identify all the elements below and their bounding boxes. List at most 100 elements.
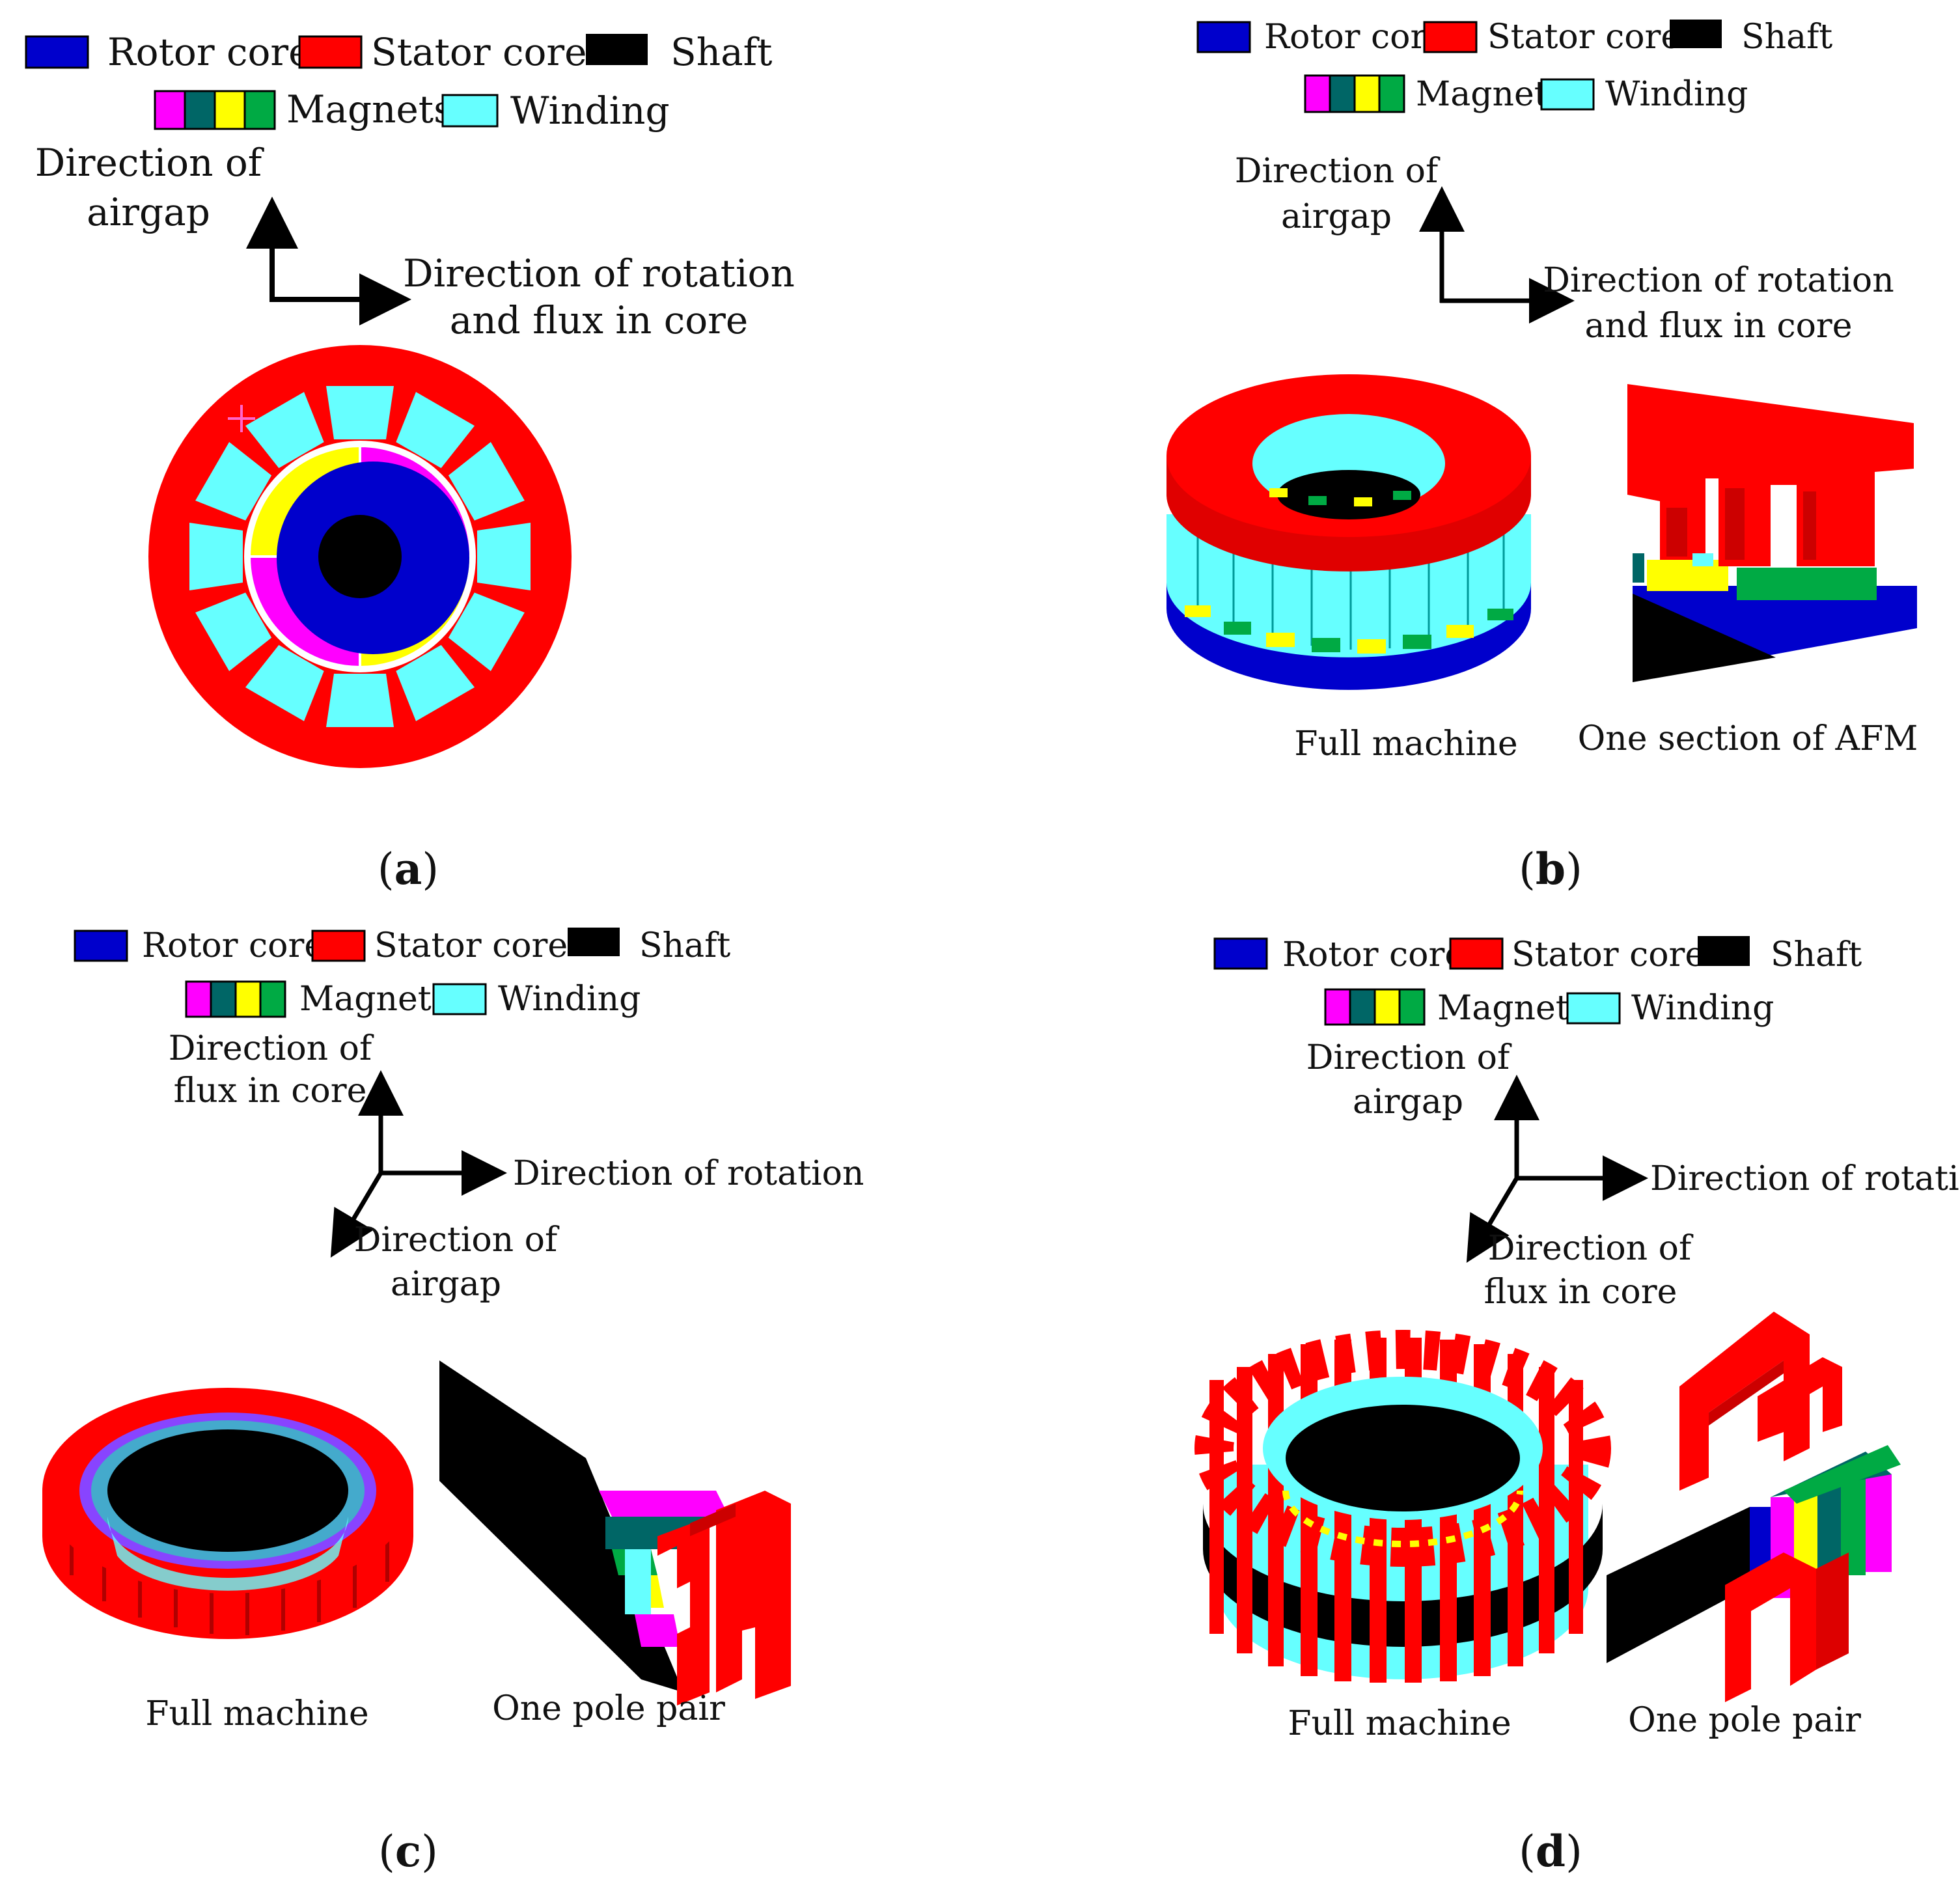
- legend-label-shaft: Shaft: [1771, 935, 1862, 974]
- legend-label-shaft: Shaft: [670, 30, 772, 74]
- legend-swatch-stator: [1449, 937, 1504, 970]
- label-one-section-b: One section of AFM: [1578, 719, 1918, 758]
- afm-one-section: [1627, 384, 1917, 682]
- axis-label-up-line2: airgap: [1281, 197, 1392, 236]
- tfm-full-machine-c: [42, 1388, 413, 1639]
- axis-label-right-line2: and flux in core: [1584, 307, 1852, 346]
- legend-label-winding: Winding: [1631, 989, 1774, 1028]
- section-magnets: [1633, 553, 1877, 600]
- axis-label-right: Direction of rotation: [1650, 1159, 1960, 1198]
- afm-full-machine: [1166, 374, 1531, 690]
- caption-d: (d): [1519, 1826, 1582, 1877]
- shaft-section: [1633, 594, 1776, 682]
- panel-d: Rotor core Stator core Shaft Magnets Win…: [1194, 935, 1960, 1877]
- legend-label-rotor: Rotor core: [1282, 935, 1465, 974]
- caption-b: (b): [1519, 844, 1582, 894]
- pole-pair-stator-cores: [657, 1491, 791, 1705]
- axis-b: Direction of airgap Direction of rotatio…: [1235, 152, 1894, 346]
- panel-c: Rotor core Stator core Shaft Magnets Win…: [42, 926, 864, 1877]
- legend-label-shaft: Shaft: [1741, 18, 1832, 57]
- legend-swatch-magnets: [1324, 988, 1426, 1026]
- legend-swatch-stator: [1423, 21, 1478, 53]
- legend-label-stator: Stator core: [371, 30, 587, 74]
- axis-label-right-line2: and flux in core: [450, 298, 748, 342]
- legend-c: Rotor core Stator core Shaft Magnets Win…: [74, 926, 730, 1019]
- shaft-wedge: [1607, 1507, 1759, 1663]
- legend-label-rotor: Rotor core: [142, 926, 324, 965]
- magnet-blocks: [1185, 605, 1513, 654]
- axis-label-diagonal-line2: airgap: [391, 1265, 501, 1304]
- stator-slots-winding: [189, 386, 531, 727]
- legend-label-winding: Winding: [1605, 75, 1748, 114]
- axis-d: Direction of airgap Direction of rotatio…: [1306, 1038, 1960, 1312]
- section-stator: [1627, 384, 1914, 566]
- axis-label-up-line1: Direction of: [1306, 1038, 1512, 1077]
- inner-magnets: [1269, 488, 1411, 506]
- legend-label-rotor: Rotor core: [1264, 18, 1446, 57]
- legend-swatch-shaft: [1670, 20, 1722, 48]
- axis-label-up-line1: Direction of: [35, 141, 264, 185]
- legend-a: Rotor core Stator core Shaft Magnets Win…: [25, 30, 772, 133]
- axis-label-up-line2: airgap: [1353, 1082, 1463, 1122]
- axis-label-up-line1: Direction of: [1235, 152, 1441, 191]
- panel-b: Rotor core Stator core Shaft Magnets Win…: [1166, 18, 1918, 894]
- panel-a: Rotor core Stator core Shaft Magnets Win…: [25, 30, 795, 894]
- axis-label-up-line2: flux in core: [174, 1071, 367, 1110]
- tfm-one-pole-pair-d: [1607, 1312, 1901, 1702]
- legend-swatch-rotor: [1196, 21, 1251, 53]
- legend-label-stator: Stator core: [1487, 18, 1681, 57]
- axis-c: Direction of flux in core Direction of r…: [169, 1029, 864, 1304]
- legend-swatch-shaft: [1698, 936, 1750, 966]
- radial-flux-machine-cross-section: [148, 345, 572, 768]
- axis-label-up-line1: Direction of: [169, 1029, 374, 1068]
- legend-label-magnets: Magnets: [286, 87, 453, 131]
- legend-swatch-winding: [1566, 992, 1621, 1025]
- shaft-wedge: [439, 1360, 683, 1692]
- axis-label-diagonal-line2: flux in core: [1484, 1273, 1677, 1312]
- pole-pair-stator-cores: [1679, 1312, 1849, 1702]
- legend-swatch-stator: [311, 930, 366, 962]
- label-full-machine-b: Full machine: [1294, 724, 1517, 764]
- axis-label-diagonal-line1: Direction of: [354, 1220, 560, 1260]
- plus-marker-icon: [228, 405, 255, 432]
- section-stator-shading: [1666, 488, 1816, 560]
- legend-label-magnets: Magnets: [299, 980, 449, 1019]
- top-stator-ring: [1194, 1330, 1611, 1567]
- label-full-machine-d: Full machine: [1288, 1704, 1511, 1743]
- legend-label-magnets: Magnets: [1416, 75, 1565, 114]
- axis-label-right-line1: Direction of rotation: [1543, 261, 1894, 300]
- legend-swatch-shaft: [568, 928, 620, 956]
- axis-arrow-diagonal: [1466, 1177, 1519, 1263]
- shaft: [318, 515, 402, 598]
- section-slot-winding: [1692, 553, 1713, 566]
- axis-label-right: Direction of rotation: [513, 1154, 864, 1193]
- caption-c: (c): [378, 1826, 438, 1877]
- legend-label-stator: Stator core: [374, 926, 568, 965]
- legend-swatch-winding: [1540, 78, 1595, 111]
- shaft-hole: [1277, 470, 1420, 519]
- legend-label-winding: Winding: [498, 980, 641, 1019]
- legend-swatch-rotor: [1213, 937, 1268, 970]
- legend-label-rotor: Rotor core: [107, 30, 311, 74]
- axis-label-up-line2: airgap: [87, 190, 210, 234]
- legend-label-winding: Winding: [510, 89, 670, 133]
- shaft-top: [1286, 1405, 1520, 1511]
- pole-pair-magnets: [599, 1491, 729, 1647]
- legend-swatch-stator: [298, 35, 363, 69]
- legend-label-shaft: Shaft: [639, 926, 730, 965]
- axis-a: Direction of airgap Direction of rotatio…: [35, 141, 795, 342]
- tfm-full-machine-d: [1194, 1330, 1611, 1683]
- caption-a: (a): [378, 844, 439, 894]
- axis-label-diagonal-line1: Direction of: [1488, 1229, 1694, 1268]
- rotor-section: [1633, 586, 1917, 657]
- tfm-one-pole-pair-c: [439, 1360, 791, 1705]
- winding-inner-band: [107, 1517, 348, 1591]
- legend-swatch-magnets: [185, 980, 286, 1018]
- legend-swatch-magnets: [1304, 74, 1405, 113]
- legend-b: Rotor core Stator core Shaft Magnets Win…: [1196, 18, 1832, 114]
- legend-swatch-rotor: [74, 930, 128, 962]
- legend-label-stator: Stator core: [1511, 935, 1705, 974]
- label-full-machine-c: Full machine: [145, 1694, 368, 1733]
- shaft-disc: [107, 1429, 348, 1552]
